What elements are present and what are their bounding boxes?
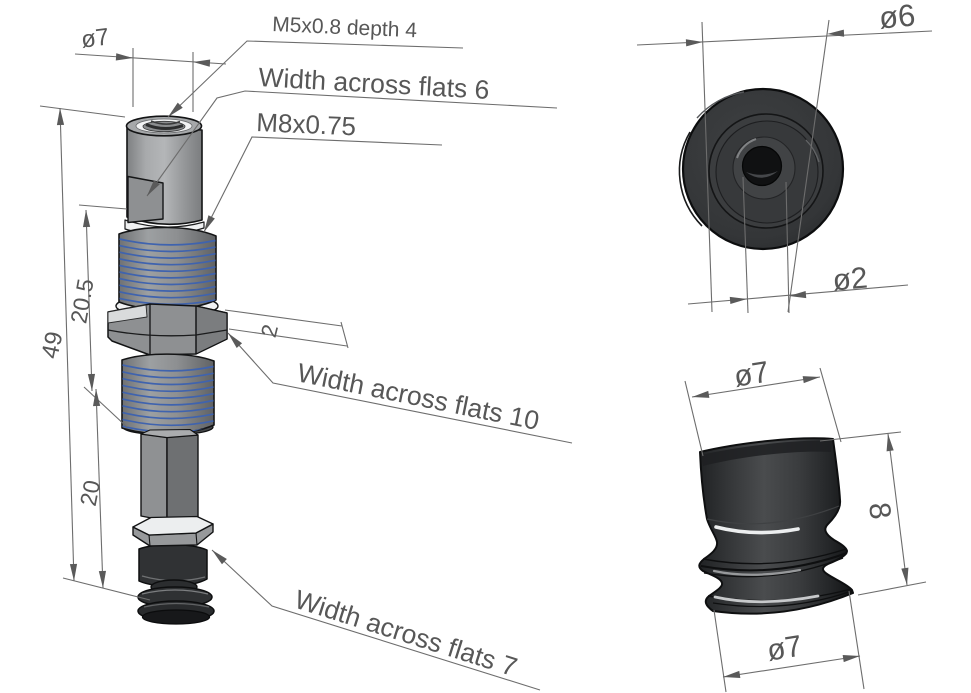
dimension-arrowhead (886, 434, 894, 452)
upper-body (124, 115, 205, 236)
top-view-part (678, 87, 845, 251)
dim-dia-top: ø7 (74, 23, 227, 112)
dim-label-nut-thickness: 2 (256, 322, 283, 340)
dimension-arrowhead (692, 390, 710, 398)
thread-line (119, 277, 216, 286)
dim-label-dia-top: ø7 (80, 23, 111, 53)
dim-label-side-dia-top: ø7 (732, 356, 772, 394)
bellows-iso (137, 579, 215, 625)
dimension-arrowhead (82, 210, 91, 228)
dim-label-side-height: 8 (862, 501, 897, 522)
thread-line (119, 244, 216, 253)
dimension-arrowhead (56, 108, 65, 126)
dim-side-height: 8 (819, 431, 927, 596)
dim-label-dia-outer: ø6 (878, 0, 917, 36)
dim-length-total: 49 (37, 105, 126, 582)
dim-label-thread-body: M8x0.75 (256, 107, 357, 141)
leader-flats-lower: Width across flats 7 (211, 549, 541, 691)
thread-line (122, 404, 214, 413)
thread-line (119, 271, 216, 279)
small-hex-nut (132, 515, 214, 547)
lower-thread-section (121, 353, 215, 436)
thread-line (122, 370, 214, 379)
iso-view-part (107, 115, 228, 625)
vacuum-hole (741, 145, 783, 187)
dimension-arrowhead (87, 373, 96, 391)
side-view-part (698, 437, 854, 615)
dim-nut-thickness: 2 (224, 309, 349, 349)
dimension-arrowhead (789, 290, 807, 299)
thread-line (119, 238, 216, 246)
hex-nut (107, 303, 228, 356)
thread-lines-lower (122, 364, 214, 433)
dimension-arrowhead (802, 376, 820, 384)
dimension-arrowhead (723, 670, 741, 678)
dim-label-thread-top: M5x0.8 depth 4 (272, 13, 418, 42)
dim-dia-outer: ø6 (636, 0, 933, 313)
dimension-arrowhead (204, 215, 215, 232)
dim-label-length-lower: 20 (75, 478, 105, 508)
thread-line (119, 290, 216, 299)
side-view-dimensions: ø7 8 ø7 (684, 356, 927, 693)
dimension-arrowhead (69, 563, 78, 581)
hex-shaft (140, 428, 199, 522)
dim-label-dia-hole: ø2 (831, 262, 869, 298)
dim-length-lower: 20 (62, 386, 151, 601)
dim-label-side-dia-bottom: ø7 (765, 630, 805, 668)
dimension-arrowhead (827, 29, 845, 37)
bellows-cup-body (698, 437, 854, 615)
dimension-arrowhead (901, 567, 909, 585)
dim-length-upper: 20.5 (65, 204, 128, 392)
dim-label-flats-top: Width across flats 6 (258, 62, 491, 105)
dim-side-dia-bottom: ø7 (713, 590, 865, 693)
dimension-arrowhead (685, 39, 703, 47)
thread-line (122, 411, 214, 420)
dimension-arrowhead (212, 550, 227, 565)
dim-label-length-upper: 20.5 (65, 277, 98, 326)
upper-thread-section (115, 226, 219, 318)
thread-line (122, 391, 214, 399)
dimension-arrowhead (729, 296, 747, 305)
leader-flats-nut: Width across flats 10 (227, 332, 573, 444)
dimension-arrowhead (193, 59, 211, 67)
dimension-arrowhead (228, 333, 243, 349)
thread-line (119, 257, 216, 266)
dimension-arrowhead (92, 389, 101, 407)
dimension-arrowhead (115, 53, 133, 61)
dimension-arrowhead (147, 180, 160, 196)
thread-line (122, 364, 214, 372)
leader-thread-body: M8x0.75 (203, 107, 443, 233)
dim-side-dia-top: ø7 (684, 356, 842, 457)
dim-label-flats-nut: Width across flats 10 (295, 357, 542, 435)
thread-line (122, 418, 214, 427)
iso-dimensions: ø7 M5x0.8 depth 4 Width across flats 6 M… (37, 13, 573, 691)
thread-line (122, 398, 214, 406)
dimension-arrowhead (168, 102, 183, 117)
dimension-arrowhead (842, 655, 860, 663)
thread-line (119, 284, 216, 292)
thread-line (119, 264, 216, 273)
dim-label-length-total: 49 (37, 329, 69, 361)
dimension-arrowheads (56, 29, 909, 678)
dimension-arrowhead (98, 570, 107, 588)
thread-line (122, 384, 214, 393)
dim-label-flats-lower: Width across flats 7 (291, 584, 521, 682)
thread-line (119, 251, 216, 259)
thread-line (122, 377, 214, 386)
